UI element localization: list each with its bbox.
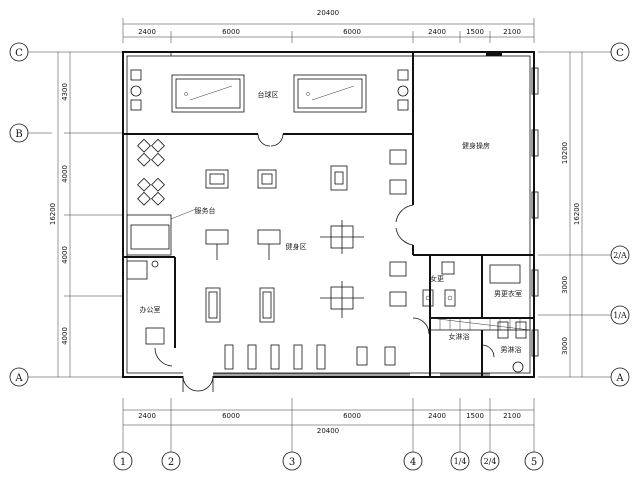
outer-walls	[122, 51, 535, 378]
billiard-table-1	[171, 74, 245, 113]
axis-bubble-1	[113, 451, 133, 471]
shower-fixtures-female	[422, 289, 456, 307]
left-dimension-chain: 16200 4300 4000 4000 4000	[49, 51, 122, 378]
top-dim-3: 6000	[343, 28, 361, 36]
room-label-female-shower: 女淋浴	[449, 332, 470, 341]
lounge-chairs	[137, 138, 165, 206]
axis-label-1a-right: 1/A	[613, 311, 627, 320]
bottom-axis-bubbles: 1 2 3 4 1/4 2/4 5	[113, 451, 544, 471]
top-dim-6: 2100	[503, 28, 521, 36]
room-label-reception: 服务台	[195, 206, 216, 215]
axis-label-c-right: C	[616, 48, 624, 59]
axis-bubble-a-left	[9, 367, 29, 387]
axis-bubble-a-right	[610, 367, 630, 387]
room-label-aerobics: 健身操房	[462, 141, 490, 150]
right-dim-2: 3000	[561, 276, 569, 294]
axis-bubble-1-4	[450, 451, 470, 471]
axis-bubble-b-left	[9, 123, 29, 143]
room-label-office: 办公室	[140, 305, 161, 314]
seats-right	[397, 69, 409, 111]
bottom-windows	[213, 373, 490, 377]
entrance-doors	[182, 372, 214, 392]
axis-label-2a-right: 2/A	[613, 251, 627, 260]
bottom-total-dim: 20400	[317, 427, 339, 435]
billiard-table-2	[293, 74, 367, 113]
press-machine-1	[330, 165, 348, 191]
axis-bubble-2	[161, 451, 181, 471]
room-label-fitness: 健身区	[286, 242, 307, 251]
bottom-dim-1: 2400	[138, 412, 156, 420]
multi-gym-2	[320, 281, 364, 318]
top-dim-1: 2400	[138, 28, 156, 36]
wall-chairs-right	[389, 149, 407, 307]
axis-label-5: 5	[531, 457, 537, 468]
axis-bubble-c-left	[9, 42, 29, 62]
right-dimension-chain: 16200 10200 3000 3000	[538, 51, 588, 378]
axis-bubble-c-right	[610, 42, 630, 62]
left-dim-2: 4000	[61, 165, 69, 183]
room-label-billiards: 台球区	[258, 90, 279, 99]
room-label-male-shower: 男淋浴	[501, 345, 522, 354]
axis-label-c-left: C	[15, 48, 23, 59]
right-windows	[531, 67, 539, 357]
left-dim-4: 4000	[61, 327, 69, 345]
axis-bubble-4	[403, 451, 423, 471]
bottom-dim-2: 6000	[222, 412, 240, 420]
office-room: 办公室	[123, 256, 176, 367]
right-dim-1: 10200	[561, 142, 569, 164]
male-changing-bench	[489, 264, 521, 284]
bottom-dimension-chain: 2400 6000 6000 2400 1500 2100 20400	[122, 398, 535, 452]
treadmill-2	[259, 287, 275, 323]
left-dim-1: 4300	[61, 83, 69, 101]
axis-bubble-2-4	[480, 451, 500, 471]
room-label-male-changing: 男更衣室	[494, 289, 522, 298]
billiards-area: 台球区	[123, 69, 413, 147]
top-dim-2: 6000	[222, 28, 240, 36]
aerobics-room: 健身操房	[395, 52, 534, 256]
exercise-bike-1	[205, 169, 229, 189]
top-dim-4: 2400	[428, 28, 446, 36]
bottom-dim-4: 2400	[428, 412, 446, 420]
right-axis-bubbles: C 2/A 1/A A	[588, 42, 630, 387]
exercise-bike-2	[257, 169, 277, 189]
locker-row	[429, 317, 531, 331]
left-total-dim: 16200	[49, 203, 57, 225]
axis-label-b-left: B	[15, 129, 22, 140]
axis-label-1-4: 1/4	[454, 457, 467, 466]
reception-area: 服务台	[126, 206, 216, 256]
axis-label-a-left: A	[14, 373, 23, 384]
changing-block: 女更 男更衣室 女淋浴 男淋浴	[412, 255, 534, 377]
dumbbell-rack	[224, 344, 326, 370]
top-dimension-chain: 20400 2400 6000 6000 2400 1500 2100	[122, 9, 535, 43]
axis-label-a-right: A	[615, 373, 624, 384]
axis-bubble-3	[282, 451, 302, 471]
shower-fixtures-male	[497, 321, 527, 339]
axis-label-1: 1	[120, 457, 126, 468]
multi-gym-1	[320, 220, 364, 254]
weight-bench-2	[257, 229, 281, 245]
treadmill-1	[205, 287, 221, 323]
top-dim-5: 1500	[466, 28, 484, 36]
right-dim-3: 3000	[561, 337, 569, 355]
bottom-dim-5: 1500	[466, 412, 484, 420]
axis-bubble-2a-right	[610, 245, 630, 265]
axis-label-2-4: 2/4	[484, 457, 497, 466]
axis-label-4: 4	[410, 457, 416, 468]
axis-label-2: 2	[168, 457, 174, 468]
weight-bench-1	[205, 229, 229, 245]
room-label-female-changing: 女更	[430, 274, 444, 283]
left-dim-3: 4000	[61, 246, 69, 264]
axis-bubble-1a-right	[610, 305, 630, 325]
top-total-dim: 20400	[317, 9, 339, 17]
bottom-dim-3: 6000	[343, 412, 361, 420]
axis-bubble-5	[524, 451, 544, 471]
fitness-equipment: 健身区	[137, 138, 407, 370]
seats-left	[130, 69, 142, 111]
axis-label-3: 3	[289, 457, 295, 468]
right-total-dim: 16200	[573, 203, 581, 225]
left-axis-bubbles: C B A	[9, 42, 52, 387]
bench-press-stations	[356, 346, 396, 366]
bottom-dim-6: 2100	[503, 412, 521, 420]
